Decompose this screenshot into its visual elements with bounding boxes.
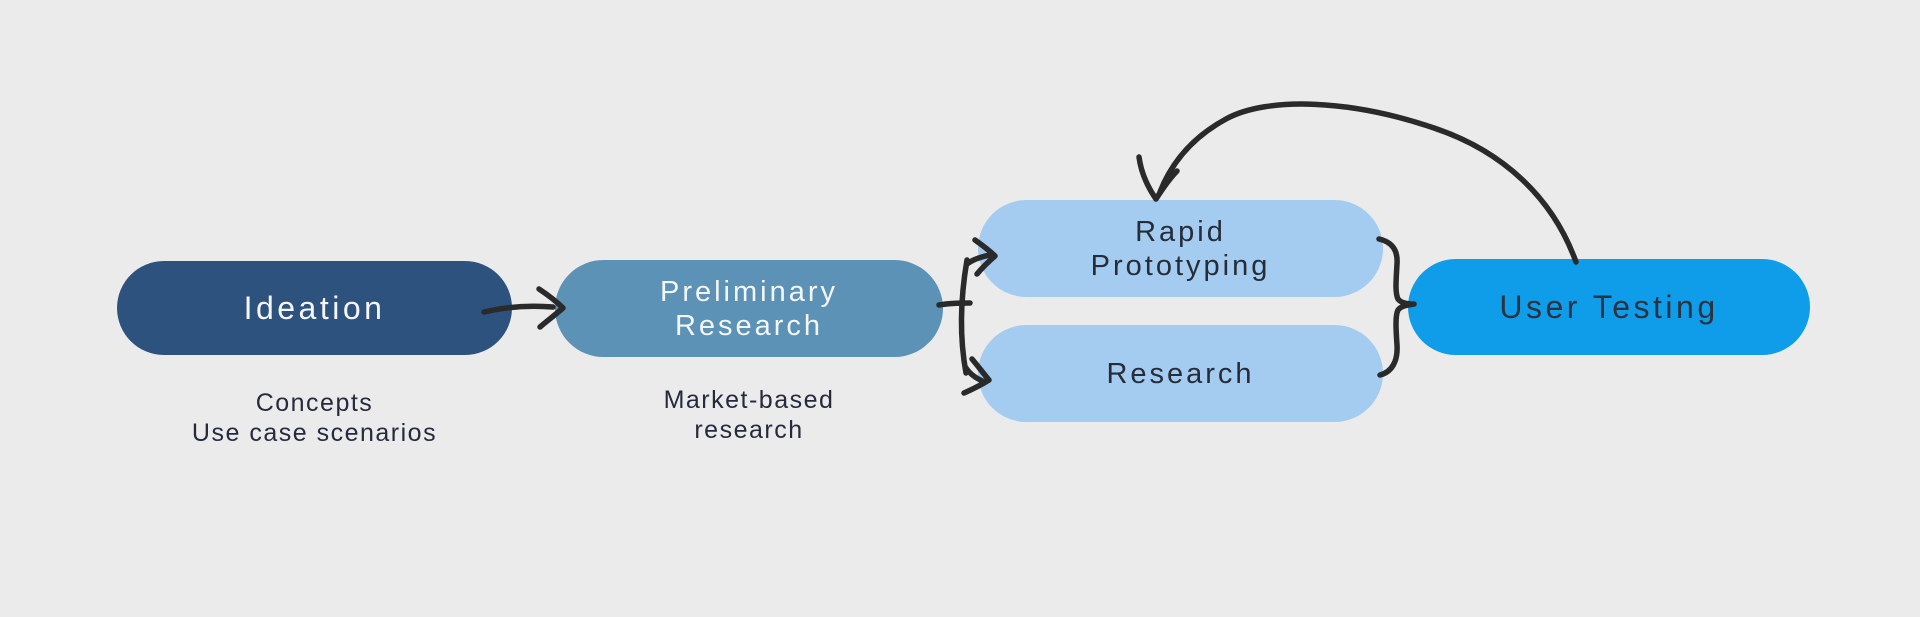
caption-line-1: Concepts (255, 389, 374, 417)
node-preliminary-research: Preliminary Research (555, 260, 943, 357)
node-research: Research (978, 325, 1383, 422)
node-user-testing: User Testing (1408, 259, 1810, 355)
label-line-2: Research (674, 309, 824, 342)
caption-line-2: research (694, 416, 804, 444)
node-rapid-prototyping: Rapid Prototyping (978, 200, 1383, 297)
node-preliminary-research-label: Preliminary Research (660, 275, 838, 343)
caption-preliminary-research: Market-based research (535, 385, 963, 445)
label-line-1: Rapid (1135, 215, 1226, 248)
node-ideation: Ideation (117, 261, 512, 355)
node-research-label: Research (1106, 357, 1255, 390)
label-line-2: Prototyping (1090, 249, 1271, 282)
label-line-1: Preliminary (659, 275, 839, 308)
node-ideation-label: Ideation (243, 290, 386, 326)
caption-ideation: Concepts Use case scenarios (87, 388, 542, 448)
caption-line-1: Market-based (663, 386, 835, 414)
node-rapid-prototyping-label: Rapid Prototyping (1091, 215, 1271, 283)
caption-line-2: Use case scenarios (191, 419, 438, 447)
node-user-testing-label: User Testing (1499, 289, 1719, 325)
